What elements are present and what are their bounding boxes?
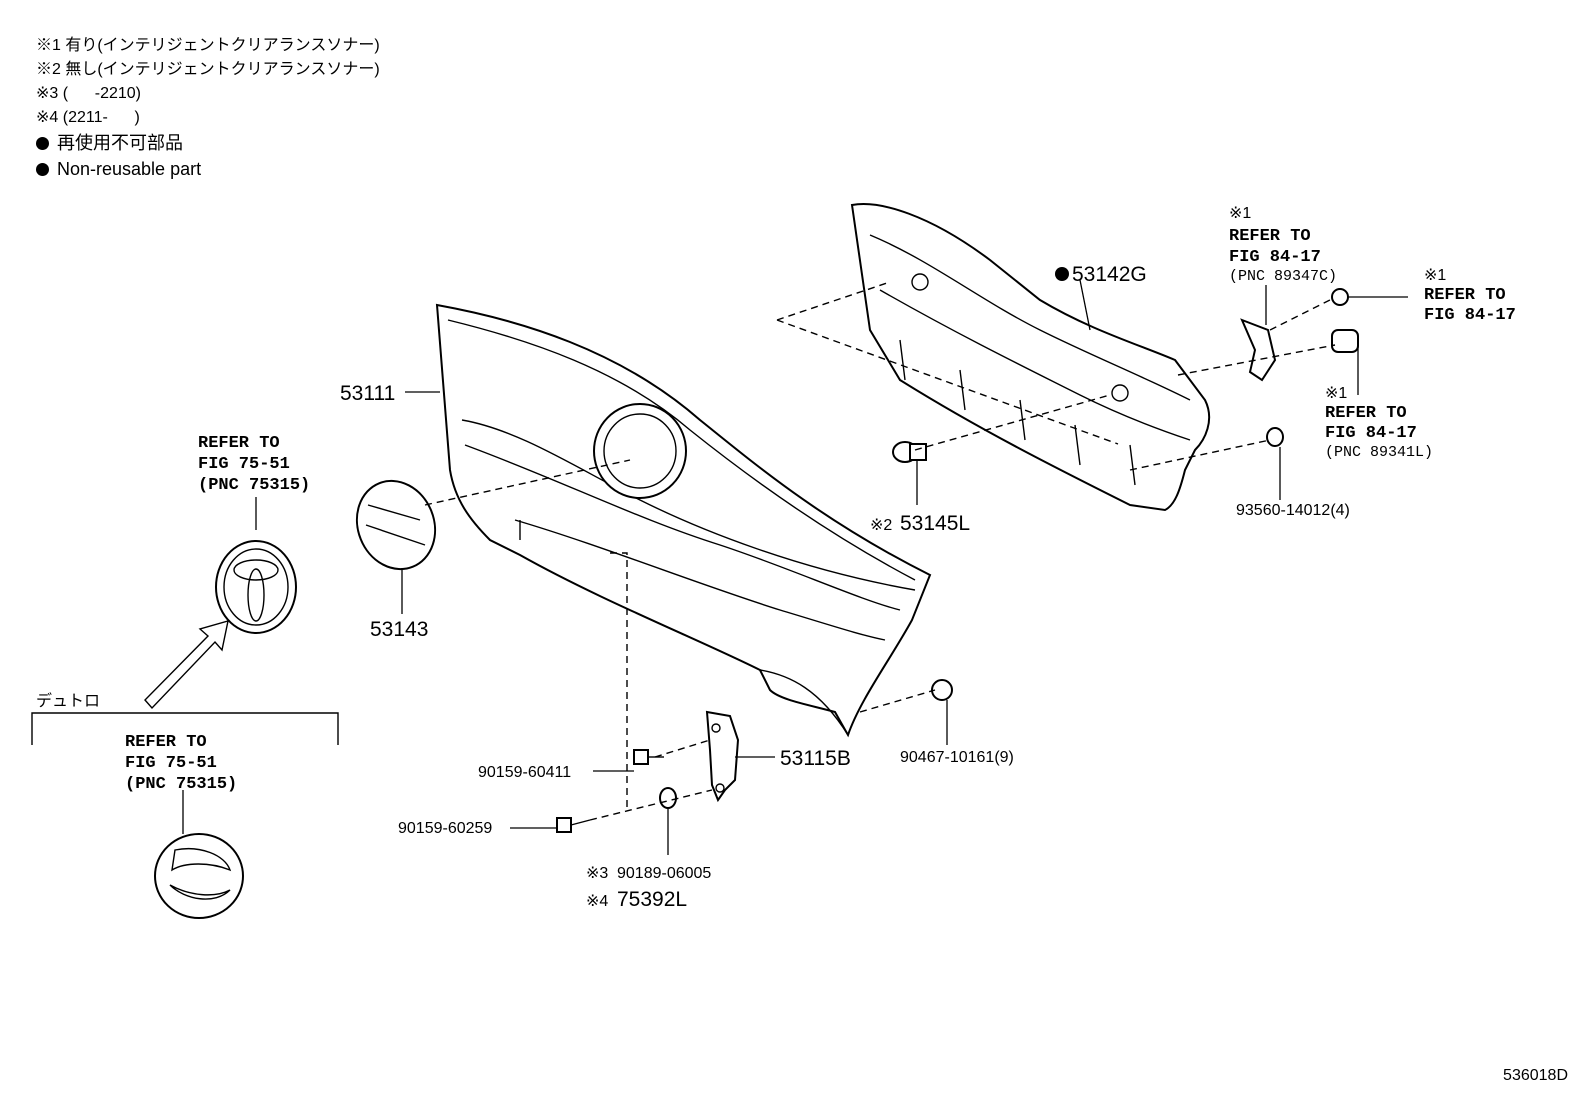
radiator-grille-part bbox=[435, 303, 932, 738]
legend-nonreusable-en: Non-reusable part bbox=[36, 156, 380, 182]
fig-84-17-label: FIG 84-17 bbox=[1229, 248, 1321, 267]
bullet-icon bbox=[36, 162, 49, 176]
label-53111: 53111 bbox=[340, 382, 395, 405]
refer-to-label: REFER TO bbox=[1229, 227, 1311, 246]
fig-84-17-label: FIG 84-17 bbox=[1325, 424, 1417, 443]
nonreusable-en-text: Non-reusable part bbox=[57, 159, 202, 179]
pnc-89347c-label: (PNC 89347C) bbox=[1229, 268, 1337, 285]
screw-93560 bbox=[1266, 427, 1284, 447]
clip-90467 bbox=[931, 679, 953, 701]
label-53145l: 53145L bbox=[900, 512, 970, 535]
legend-note-3: ※3 ( -2210) bbox=[36, 85, 141, 102]
mark-3-label: ※3 bbox=[586, 865, 608, 882]
emblem-plate-part bbox=[355, 479, 437, 571]
refer-to-label: REFER TO bbox=[198, 434, 280, 453]
label-90467-10161: 90467-10161(9) bbox=[900, 749, 1014, 766]
legend-note-1: ※1 有り(インテリジェントクリアランスソナー) bbox=[36, 37, 380, 54]
arrow-icon bbox=[144, 620, 229, 710]
nonreusable-jp-text: 再使用不可部品 bbox=[57, 133, 183, 153]
label-53115b: 53115B bbox=[780, 747, 851, 770]
fastener-53145l bbox=[892, 441, 927, 463]
mark-1-label: ※1 bbox=[1229, 205, 1251, 222]
pnc-75315-label: (PNC 75315) bbox=[198, 476, 310, 495]
legend-nonreusable-jp: 再使用不可部品 bbox=[36, 130, 380, 156]
fig-75-51-label: FIG 75-51 bbox=[198, 455, 290, 474]
toyota-emblem-part bbox=[215, 540, 297, 634]
pnc-89341l-label: (PNC 89341L) bbox=[1325, 444, 1433, 461]
sonar-sensor-89341l bbox=[1331, 329, 1359, 353]
label-53143: 53143 bbox=[370, 618, 428, 641]
label-93560-14012: 93560-14012(4) bbox=[1236, 502, 1350, 519]
bolt-90159-60259 bbox=[556, 817, 591, 833]
dutro-emblem-part bbox=[154, 833, 244, 919]
clip-fig-84-17 bbox=[1331, 288, 1349, 306]
pnc-75315-label: (PNC 75315) bbox=[125, 775, 237, 794]
mark-1-label: ※1 bbox=[1424, 267, 1446, 284]
nut-90189-06005 bbox=[659, 787, 677, 809]
dutro-label: デュトロ bbox=[36, 691, 100, 710]
label-90189-06005: 90189-06005 bbox=[617, 865, 711, 882]
bolt-90159-60411 bbox=[633, 749, 664, 765]
bracket-53115b bbox=[705, 710, 740, 803]
label-90159-60411: 90159-60411 bbox=[478, 764, 571, 781]
bullet-icon bbox=[36, 136, 49, 150]
mark-4-label: ※4 bbox=[586, 893, 608, 910]
refer-to-label: REFER TO bbox=[125, 733, 207, 752]
fig-84-17-label: FIG 84-17 bbox=[1424, 306, 1516, 325]
refer-to-label: REFER TO bbox=[1325, 404, 1407, 423]
mark-2-label: ※2 bbox=[870, 517, 892, 534]
sonar-bracket-89347c bbox=[1240, 318, 1277, 382]
legend-note-4: ※4 (2211- ) bbox=[36, 109, 140, 126]
refer-to-label: REFER TO bbox=[1424, 286, 1506, 305]
legend-note-2: ※2 無し(インテリジェントクリアランスソナー) bbox=[36, 61, 380, 78]
label-90159-60259: 90159-60259 bbox=[398, 820, 492, 837]
nonreusable-dot-icon bbox=[1055, 267, 1069, 281]
mark-1-label: ※1 bbox=[1325, 385, 1347, 402]
label-53142g: 53142G bbox=[1072, 263, 1147, 286]
label-75392l: 75392L bbox=[617, 888, 687, 911]
figure-code: 536018D bbox=[1503, 1067, 1568, 1084]
dutro-bracket bbox=[31, 712, 339, 745]
fig-75-51-label: FIG 75-51 bbox=[125, 754, 217, 773]
legend: ※1 有り(インテリジェントクリアランスソナー) ※2 無し(インテリジェントク… bbox=[36, 34, 380, 182]
